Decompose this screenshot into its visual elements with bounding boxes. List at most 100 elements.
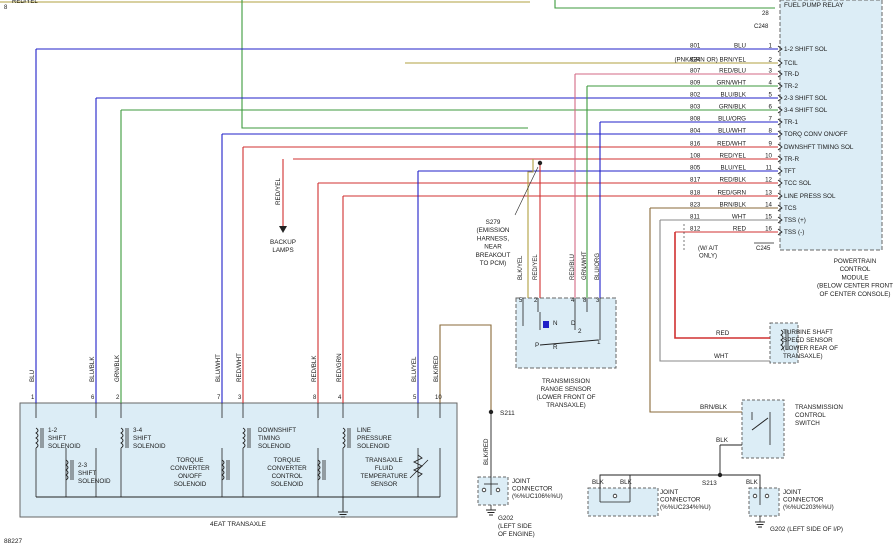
- pcm-circuit-16: 812: [690, 226, 701, 233]
- pcm-circuit-15: 811: [690, 214, 700, 221]
- pcm-pin-chevron: [777, 106, 783, 114]
- pcm-pin-12: 12: [765, 177, 772, 184]
- pcm-signal-16: TSS (-): [784, 229, 804, 236]
- tss-red-wire: [674, 232, 770, 339]
- pcm-pin-chevron: [777, 70, 783, 78]
- sol34-label: 3-4: [133, 427, 143, 434]
- tss-label: (LOWER REAR OF: [783, 345, 838, 352]
- pcm-pin-9: 9: [769, 141, 773, 148]
- pcm-signal-7: TR-1: [784, 119, 798, 126]
- pcm-signal-8: TORQ CONV ON/OFF: [784, 131, 848, 138]
- pcm-pin-chevron: [777, 45, 783, 53]
- tcc-ctrl-label: CONTROL: [272, 473, 303, 480]
- transaxle-wire-label-1: BLU/BLK: [89, 356, 96, 382]
- transaxle-pin-4: 3: [238, 395, 242, 401]
- trs-wiper: [539, 339, 599, 346]
- sol34-label: SOLENOID: [133, 443, 166, 450]
- pcm-pin-chevron: [777, 204, 783, 212]
- pcm-signal-4: TR-2: [784, 83, 798, 90]
- trs-wire-label-1: RED/YEL: [533, 254, 539, 280]
- s279-leader: [514, 166, 539, 216]
- pcm-pin-3: 3: [769, 68, 773, 75]
- sol23-label: SOLENOID: [78, 478, 111, 485]
- pcm-pin-chevron: [777, 179, 783, 187]
- trs-wire-label-4: BLU/ORG: [595, 253, 601, 280]
- tss-box: [769, 322, 799, 364]
- linepress-label: PRESSURE: [357, 435, 392, 442]
- trs-pin-3: 8: [583, 298, 587, 304]
- jc106-label: (%%UC106%%U): [512, 493, 563, 500]
- top-left-pin: 8: [4, 5, 8, 11]
- pcm-wire-color-3: RED/BLU: [719, 68, 746, 75]
- figure-id: 88227: [4, 538, 22, 545]
- pcm-pin-chevron: [777, 82, 783, 90]
- pcm-pin-1: 1: [769, 43, 773, 50]
- relay-connector: C248: [754, 24, 769, 30]
- tft-label: FLUID: [375, 465, 394, 472]
- pcm-wire-color-14: BRN/BLK: [720, 202, 747, 209]
- trs-blue-marker: [543, 321, 549, 328]
- tss-label: TURBINE SHAFT: [783, 329, 833, 336]
- s279-label: TO PCM): [480, 260, 506, 267]
- pcm-wire-color-4: GRN/WHT: [716, 80, 746, 87]
- tcs-label: TRANSMISSION: [795, 404, 843, 411]
- pcm-circuit-1: 801: [690, 43, 701, 50]
- g202-ip-label: G202 (LEFT SIDE OF I/P): [770, 526, 843, 533]
- sol12-label: SOLENOID: [48, 443, 81, 450]
- backup-label: LAMPS: [272, 247, 293, 254]
- pcm-pin-8: 8: [769, 128, 773, 135]
- sol23-label: 2-3: [78, 462, 88, 469]
- top-left-label: RED/YEL: [12, 0, 38, 5]
- backup-label: BACKUP: [270, 239, 296, 246]
- linepress-coil-icon: [342, 427, 346, 449]
- tss-wht-wire: [659, 220, 770, 362]
- pcm-signal-5: 2-3 SHIFT SOL: [784, 95, 828, 102]
- g202-engine-label: G202: [498, 515, 514, 522]
- pcm-pin-chevron: [777, 94, 783, 102]
- jc203-label: JOINT: [783, 489, 801, 496]
- transaxle-pin-7: 5: [413, 395, 417, 401]
- sol23-label: SHIFT: [78, 470, 96, 477]
- pcm-pin-16: 16: [765, 226, 772, 233]
- jc106-pin: [481, 487, 487, 493]
- pcm-circuit-5: 802: [690, 92, 701, 99]
- downshift-label: TIMING: [258, 435, 280, 442]
- pcm-signal-13: LINE PRESS SOL: [784, 193, 836, 200]
- blk-red-to-s211: [439, 324, 492, 412]
- transaxle-pin-8: 10: [435, 395, 442, 401]
- s279-label: BREAKOUT: [476, 252, 511, 259]
- tcs-brn-label: BRN/BLK: [700, 404, 728, 411]
- jc234-label: CONNECTOR: [660, 497, 701, 504]
- jc203-pin: [752, 493, 758, 499]
- pcm-wire-color-2: (PNK/GRN OR) BRN/YEL: [674, 57, 746, 64]
- trs-pin-2: 4: [571, 298, 575, 304]
- backup-wire-label: RED/YEL: [275, 178, 282, 205]
- pcm-wire-color-15: WHT: [732, 214, 746, 221]
- downshift-label: SOLENOID: [258, 443, 291, 450]
- jc203-blk-label: BLK: [746, 479, 759, 486]
- pcm-circuit-3: 807: [690, 68, 701, 75]
- trs-position-2: 2: [578, 328, 582, 335]
- transaxle-wire-label-6: RED/GRN: [336, 353, 343, 382]
- pcm-pin-6: 6: [769, 104, 773, 111]
- tcc-ctrl-label: CONVERTER: [267, 465, 307, 472]
- tss-label: TRANSAXLE): [783, 353, 823, 360]
- pcm-pin-chevron: [777, 155, 783, 163]
- pcm-pin-10: 10: [765, 153, 772, 160]
- pcm-wire-color-5: BLU/BLK: [721, 92, 747, 99]
- sol12-label: SHIFT: [48, 435, 66, 442]
- pcm-connector-c245: C245: [756, 246, 771, 252]
- pcm-signal-9: DWNSHFT TIMING SOL: [784, 144, 854, 151]
- jc234-pin: [612, 493, 618, 499]
- pcm-circuit-6: 803: [690, 104, 701, 111]
- pcm-pin-chevron: [777, 118, 783, 126]
- pcm-pin-chevron: [777, 228, 783, 236]
- jc106-label: CONNECTOR: [512, 486, 553, 493]
- pcm-wire-color-13: RED/GRN: [717, 190, 746, 197]
- option-note: (W/ A/T: [698, 246, 718, 252]
- pcm-pin-15: 15: [765, 214, 772, 221]
- jc234-blk1-label: BLK: [592, 479, 605, 486]
- pcm-pin-7: 7: [769, 116, 773, 123]
- trs-position-R: R: [553, 344, 558, 351]
- pcm-pin-chevron: [777, 167, 783, 175]
